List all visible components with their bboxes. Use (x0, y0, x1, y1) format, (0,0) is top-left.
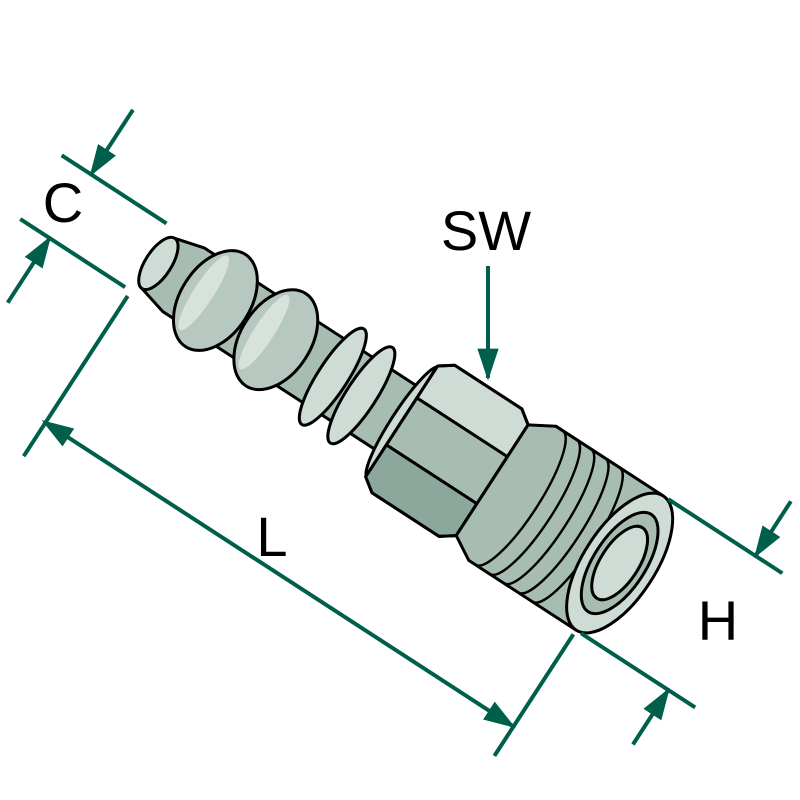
dim-h-line-lower (631, 687, 671, 746)
dimension-label-h: H (698, 589, 738, 652)
dim-l-extension-left (22, 294, 130, 458)
dim-c-line-lower (6, 235, 52, 304)
dimension-label-sw: SW (441, 199, 531, 262)
dim-l-extension-right (492, 633, 576, 757)
dim-h-extension-upper (667, 497, 784, 575)
dimension-label-l: L (256, 505, 287, 568)
dimension-l (22, 294, 576, 757)
barb-rib-1 (171, 249, 259, 352)
dim-h-extension-lower (580, 631, 697, 710)
dimension-label-c: C (43, 171, 83, 234)
barb-rib-2 (232, 288, 320, 392)
dim-c-extension-lower (19, 217, 127, 289)
barb-tip-cap (137, 235, 180, 292)
dim-c-extension-upper (60, 153, 168, 226)
dim-c-line-upper (89, 108, 135, 177)
dimension-h (580, 497, 793, 746)
fitting-illustration (6, 108, 793, 757)
barb-rib-1-highlight (178, 255, 230, 331)
barb-rib-2-highlight (238, 294, 290, 370)
dim-l-line (41, 419, 516, 729)
dim-h-line-upper (753, 500, 793, 559)
dimension-c (6, 108, 168, 304)
thread-end-center (590, 524, 650, 602)
